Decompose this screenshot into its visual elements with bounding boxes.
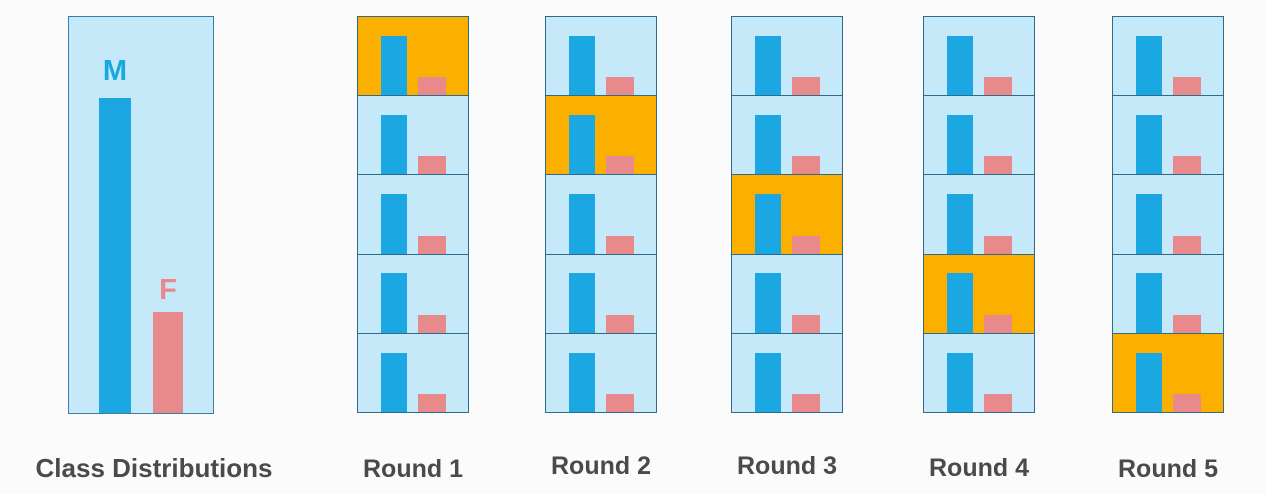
male-bar	[99, 98, 131, 413]
female-bar	[984, 235, 1012, 254]
male-bar	[1136, 352, 1162, 413]
training-fold	[546, 17, 656, 97]
validation-fold	[546, 96, 656, 176]
male-bar	[569, 352, 595, 413]
male-bar	[755, 114, 781, 175]
training-fold	[1113, 96, 1223, 176]
female-bar	[792, 77, 820, 96]
training-fold	[1113, 175, 1223, 255]
training-fold	[546, 334, 656, 413]
round-column: Round 2	[545, 16, 657, 486]
training-fold	[358, 96, 468, 176]
male-bar	[755, 194, 781, 254]
female-bar	[1173, 235, 1201, 254]
female-bar	[606, 156, 634, 175]
female-bar	[606, 235, 634, 254]
male-bar	[947, 273, 973, 333]
fold-stack	[923, 16, 1035, 413]
female-bar	[418, 156, 446, 175]
female-bar	[1173, 156, 1201, 175]
female-bar	[984, 314, 1012, 333]
class-distribution-box: M F	[68, 16, 214, 414]
training-fold	[924, 96, 1034, 176]
training-fold	[732, 255, 842, 334]
male-bar	[381, 194, 407, 254]
round-label: Round 1	[363, 455, 463, 483]
male-bar	[381, 114, 407, 175]
training-fold	[546, 255, 656, 334]
male-bar	[569, 273, 595, 333]
round-label: Round 2	[551, 452, 651, 480]
female-bar	[606, 314, 634, 333]
female-bar	[606, 394, 634, 413]
round-column: Round 5	[1112, 16, 1224, 486]
male-bar	[755, 35, 781, 96]
fold-stack	[1112, 16, 1224, 413]
male-bar	[947, 114, 973, 175]
male-bar	[569, 114, 595, 175]
training-fold	[1113, 255, 1223, 334]
male-bar	[755, 273, 781, 333]
female-bar	[792, 156, 820, 175]
male-bar	[947, 194, 973, 254]
female-bar	[418, 77, 446, 96]
training-fold	[358, 334, 468, 413]
female-bar	[984, 77, 1012, 96]
female-bar	[792, 314, 820, 333]
male-bar	[569, 194, 595, 254]
male-bar	[381, 352, 407, 413]
round-label: Round 3	[737, 452, 837, 480]
training-fold	[1113, 17, 1223, 97]
round-column: Round 3	[731, 16, 843, 486]
validation-fold	[1113, 333, 1223, 413]
female-bar	[1173, 77, 1201, 96]
male-bar	[381, 35, 407, 96]
male-bar	[947, 35, 973, 96]
female-bar	[792, 394, 820, 413]
female-bar	[1173, 394, 1201, 413]
male-bar	[755, 352, 781, 413]
male-bar	[1136, 35, 1162, 96]
male-bar	[569, 35, 595, 96]
female-bar	[418, 235, 446, 254]
female-bar	[418, 394, 446, 413]
class-distribution-title: Class Distributions	[35, 453, 273, 483]
female-bar	[792, 235, 820, 254]
female-bar	[1173, 314, 1201, 333]
female-class-label: F	[159, 274, 177, 306]
round-label: Round 4	[929, 454, 1029, 482]
training-fold	[924, 175, 1034, 255]
female-bar	[153, 312, 183, 413]
training-fold	[546, 175, 656, 255]
female-bar	[606, 77, 634, 96]
fold-stack	[545, 16, 657, 413]
male-bar	[1136, 194, 1162, 254]
round-column: Round 4	[923, 16, 1035, 486]
training-fold	[358, 175, 468, 255]
fold-stack	[357, 16, 469, 413]
male-bar	[381, 273, 407, 333]
male-class-label: M	[102, 55, 128, 87]
male-bar	[1136, 273, 1162, 333]
round-label: Round 5	[1118, 455, 1218, 483]
training-fold	[732, 17, 842, 97]
validation-fold	[924, 254, 1034, 334]
training-fold	[924, 17, 1034, 97]
training-fold	[732, 334, 842, 413]
training-fold	[732, 96, 842, 176]
validation-fold	[732, 175, 842, 255]
fold-stack	[731, 16, 843, 413]
validation-fold	[358, 17, 468, 97]
training-fold	[924, 334, 1034, 413]
male-bar	[947, 352, 973, 413]
round-column: Round 1	[357, 16, 469, 486]
female-bar	[984, 156, 1012, 175]
male-bar	[1136, 114, 1162, 175]
female-bar	[984, 394, 1012, 413]
female-bar	[418, 314, 446, 333]
training-fold	[358, 255, 468, 334]
